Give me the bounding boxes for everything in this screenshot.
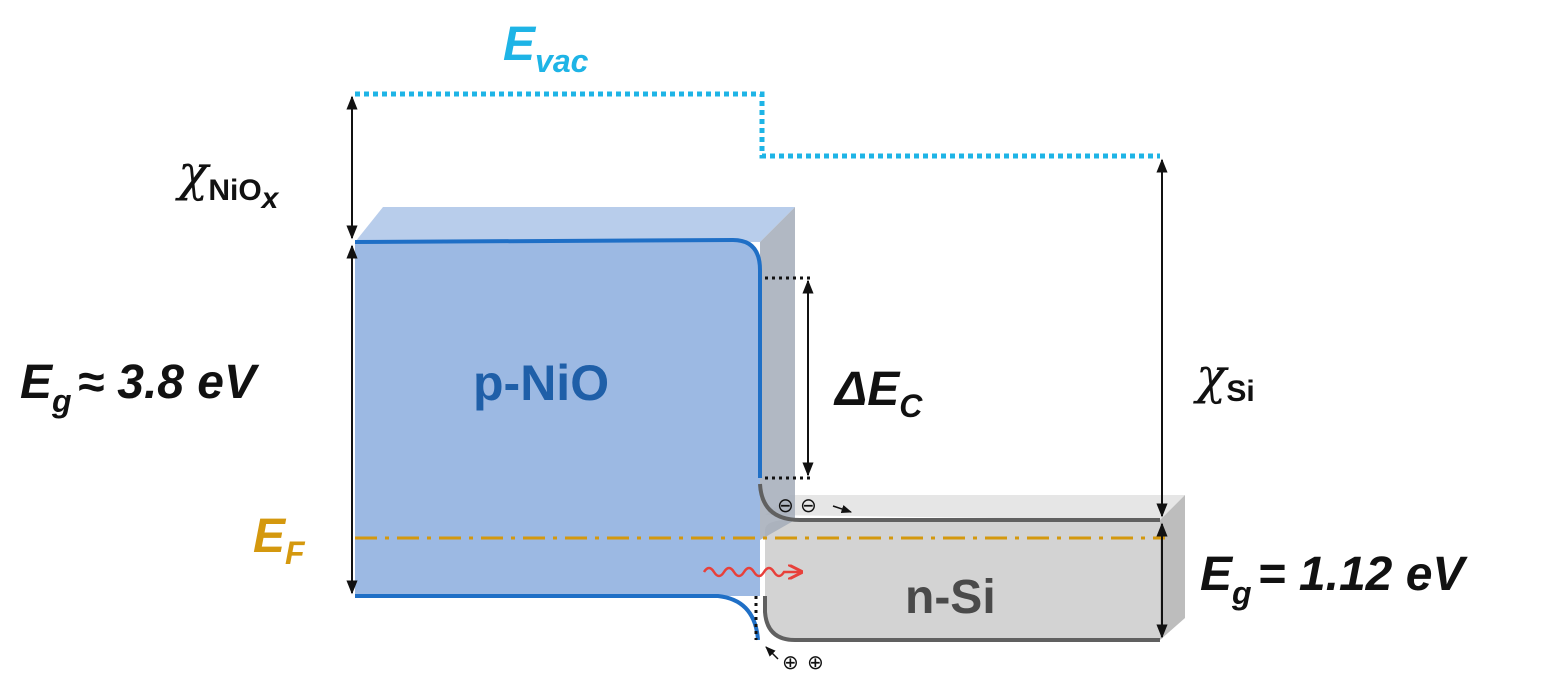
n-si-top-face (765, 495, 1185, 520)
nio-valence-band-edge (355, 594, 760, 641)
p-nio-side-face (760, 207, 795, 540)
p-nio-front-face (355, 240, 760, 596)
si-valence-band-edge (763, 596, 1160, 642)
chi-niox-label: χNiOx (175, 144, 280, 215)
n-si-side-face (1160, 495, 1185, 640)
p-nio-top-face (355, 207, 795, 242)
photon-wave-arrow (702, 568, 800, 576)
electron-symbol-2: ⊖ (800, 493, 817, 517)
eg-si-label: Eg= 1.12 eV (1200, 548, 1468, 611)
nio-conduction-band-edge (354, 237, 762, 478)
hole-arrow (765, 646, 779, 660)
ef-label: EF (253, 510, 306, 571)
vacuum-level-line (355, 91, 1160, 159)
evac-label: Evac (503, 18, 589, 79)
n-si-front-face (765, 520, 1160, 640)
delta-ec-label: ΔEC (833, 363, 923, 424)
hole-symbol-1: ⊕ (782, 650, 799, 674)
p-nio-label: p-NiO (473, 355, 609, 411)
hole-symbol-2: ⊕ (807, 650, 824, 674)
eg-nio-label: Eg≈ 3.8 eV (20, 356, 260, 419)
n-si-label: n-Si (905, 571, 996, 624)
p-nio-block (355, 207, 795, 596)
electron-symbol-1: ⊖ (777, 493, 794, 517)
si-conduction-band-edge (758, 483, 1160, 522)
electron-arrow (832, 505, 852, 513)
chi-si-label: χSi (1193, 347, 1255, 408)
